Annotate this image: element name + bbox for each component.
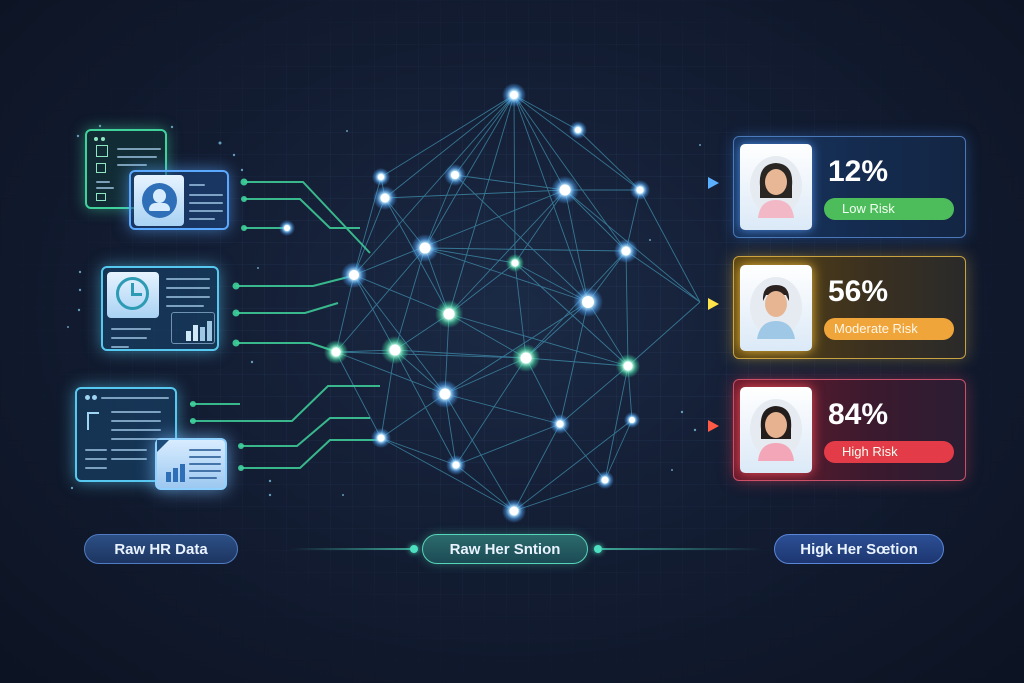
clock-icon bbox=[107, 272, 159, 318]
stage-connector-left bbox=[290, 548, 416, 550]
output-arrows bbox=[570, 177, 719, 432]
connector-dot bbox=[410, 545, 418, 553]
female-employee-avatar-icon bbox=[750, 156, 802, 218]
input-connectors bbox=[190, 181, 380, 469]
risk-percentage: 56% bbox=[828, 275, 889, 308]
stage-label-middle: Raw Her Sntion bbox=[422, 534, 588, 564]
risk-badge: High Risk bbox=[824, 440, 954, 463]
connector-dot bbox=[594, 545, 602, 553]
risk-percentage: 84% bbox=[828, 397, 889, 431]
employee-avatar bbox=[740, 387, 812, 473]
bar-chart-icon bbox=[171, 312, 215, 344]
result-card-moderate-risk: 56% Moderate Risk bbox=[733, 256, 966, 359]
network-nodes bbox=[279, 83, 650, 523]
employee-avatar bbox=[740, 264, 812, 351]
stage-label-raw-hr-data: Raw HR Data bbox=[84, 534, 238, 564]
risk-percentage: 12% bbox=[828, 154, 889, 188]
report-chart-icon bbox=[155, 438, 227, 490]
user-profile-card-icon bbox=[129, 170, 229, 230]
particles bbox=[67, 124, 701, 497]
female-employee-avatar-icon bbox=[750, 399, 802, 461]
time-analytics-panel bbox=[101, 266, 219, 351]
document-window-icon bbox=[75, 387, 177, 482]
stage-label-right: Higk Her Sœtion bbox=[774, 534, 944, 564]
risk-badge: Low Risk bbox=[824, 197, 954, 220]
result-card-high-risk: 84% High Risk bbox=[733, 379, 966, 481]
male-employee-avatar-icon bbox=[750, 276, 802, 339]
result-card-low-risk: 12% Low Risk bbox=[733, 136, 966, 238]
employee-avatar bbox=[740, 144, 812, 230]
stage-connector-right bbox=[602, 548, 762, 550]
risk-badge: Moderate Risk bbox=[824, 318, 954, 340]
